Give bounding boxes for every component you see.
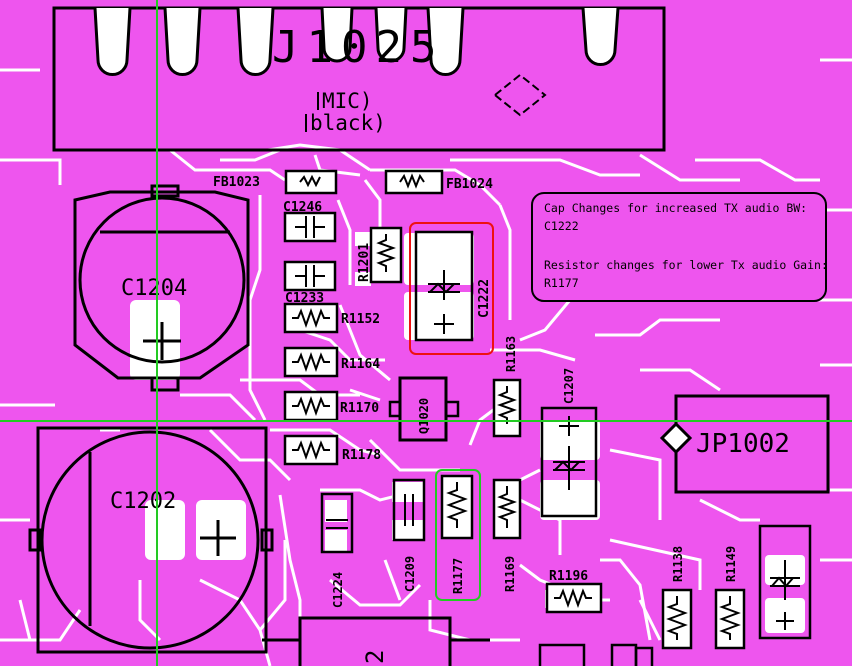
resistor-r1138: R1138 [661,546,693,650]
r1163-label: R1163 [504,336,518,372]
c1233-label: C1233 [285,291,324,306]
j1025-color-label: black) [310,111,386,135]
capacitor-c1233: C1233 [283,260,337,306]
ferrite-bead-fb1023: FB1023 [213,169,338,195]
j1025-ref-label: J1025 [272,22,444,73]
annotation-note: Cap Changes for increased TX audio BW: C… [531,192,828,302]
resistor-r1196: R1196 [545,569,603,614]
resistor-r1152: R1152 [283,302,380,334]
connector-j1025: J1025 MIC) black) [52,6,666,152]
highlight-box-c1222 [409,222,494,355]
capacitor-c1209: C1209 [392,478,426,592]
jumper-jp1002: JP1002 [659,394,830,494]
c1224-label: C1224 [331,572,345,608]
r1196-label: R1196 [549,569,588,584]
capacitor-c1224: C1224 [320,492,354,608]
r1138-label: R1138 [671,546,685,582]
note-line-1: Cap Changes for increased TX audio BW: [544,201,807,215]
resistor-r1177: R1177 [440,474,474,594]
jp1002-label: JP1002 [696,429,790,459]
bottom-digit-label: 2 [361,650,389,664]
note-line-2: C1222 [544,219,579,233]
r1178-label: R1178 [342,448,381,463]
resistor-r1170: R1170 [283,390,379,422]
resistor-r1164: R1164 [283,346,380,378]
capacitor-c1202: C1202 [28,426,274,654]
r1201-label: R1201 [357,243,372,282]
r1169-label: R1169 [503,556,517,592]
capacitor-c1222: C1222 [414,230,492,342]
ferrite-bead-fb1024: FB1024 [384,169,493,195]
capacitor-bottom-right [758,524,812,640]
r1177-label: R1177 [451,558,465,594]
bottom-partial-components [262,616,654,666]
capacitor-c1246: C1246 [283,200,337,243]
capacitor-c1207: C1207 [540,368,598,518]
transistor-q1020: Q1020 [388,376,460,442]
note-line-3: Resistor changes for lower Tx audio Gain… [544,258,828,272]
c1202-label: C1202 [110,489,176,514]
c1207-label: C1207 [562,368,576,404]
resistor-r1178: R1178 [283,434,381,466]
r1152-label: R1152 [341,312,380,327]
highlight-box-r1177 [435,469,481,601]
fb1023-label: FB1023 [213,175,260,190]
c1209-label: C1209 [403,556,417,592]
j1025-mic-label: MIC) [322,89,373,113]
resistor-r1163: R1163 [492,336,522,438]
c1246-label: C1246 [283,200,322,215]
r1170-label: R1170 [340,401,379,416]
capacitor-c1204: C1204 [73,184,250,392]
q1020-label: Q1020 [417,398,431,434]
resistor-r1149: R1149 [714,546,746,650]
c1204-label: C1204 [121,276,187,301]
resistor-r1169: R1169 [492,478,522,592]
r1164-label: R1164 [341,357,380,372]
resistor-r1201: R1201 [357,226,403,284]
note-line-4: R1177 [544,276,579,290]
fb1024-label: FB1024 [446,177,493,192]
c1222-label: C1222 [477,279,492,318]
r1149-label: R1149 [724,546,738,582]
